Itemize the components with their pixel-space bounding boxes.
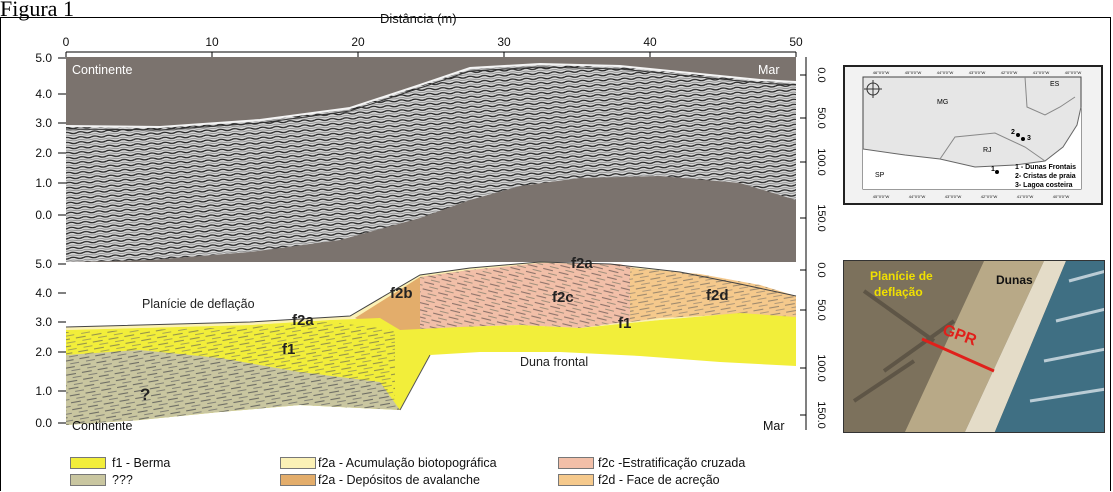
legend-label-f2d: f2d - Face de acreção	[598, 473, 720, 487]
map-lon-label: 45°0'0"W	[905, 70, 922, 75]
duna-frontal-label: Duna frontal	[520, 355, 588, 369]
time-tick-label: 0.0	[815, 262, 827, 277]
legend-label-f2c: f2c -Estratificação cruzada	[598, 456, 746, 470]
depth-tick-label: 2.0	[35, 345, 52, 359]
map-lon-ticks-bottom: 45°0'0"W 44°0'0"W 43°0'0"W 42°0'0"W 41°0'0"W…	[873, 194, 1070, 199]
depth-tick-label: 2.0	[35, 146, 52, 160]
legend-label-f2a-bio: f2a - Acumulação biotopográfica	[318, 456, 497, 470]
time-tick-label: 0.0	[815, 67, 827, 82]
planicie-label: Planície de deflação	[142, 297, 255, 311]
site-1: 1	[991, 166, 995, 173]
site-2: 2	[1011, 129, 1015, 136]
photo-label-dunas: Dunas	[996, 273, 1033, 287]
x-tick-label: 0	[63, 35, 70, 49]
figure-label: Figura 1	[0, 0, 74, 21]
f2b-label: f2b	[390, 285, 413, 302]
map-lon-label: 40°0'0"W	[1065, 70, 1082, 75]
depth-tick-label: 4.0	[35, 87, 52, 101]
state-mg: MG	[937, 99, 949, 106]
depth-tick-label: 5.0	[35, 51, 52, 65]
time-tick-label: 100.0	[815, 354, 827, 382]
map-lon-label: 43°0'0"W	[969, 70, 986, 75]
f1-left-label: f1	[282, 341, 295, 358]
map-lon-label: 44°0'0"W	[937, 70, 954, 75]
map-lon-label: 43°0'0"W	[945, 194, 962, 199]
legend-label-unknown: ???	[112, 473, 133, 487]
x-tick-label: 10	[205, 35, 219, 49]
x-axis-title: Distância (m)	[380, 11, 457, 26]
map-lon-label: 41°0'0"W	[1017, 194, 1034, 199]
f2c-label: f2c	[552, 289, 574, 306]
legend-label-f2a-aval: f2a - Depósitos de avalanche	[318, 473, 480, 487]
depth-axis-ticks: 5.0 4.0 3.0 2.0 1.0 0.0 5.0 4.0 3.0 2.0 1.0 0.0	[35, 51, 66, 430]
photo-svg	[844, 261, 1104, 432]
x-tick-label: 40	[643, 35, 657, 49]
f1-right-label: f1	[618, 315, 631, 332]
gpr-left-label: Continente	[72, 63, 133, 77]
map-lon-label: 45°0'0"W	[873, 194, 890, 199]
state-rj: RJ	[983, 147, 992, 154]
legend-swatch-unknown	[70, 474, 106, 486]
aerial-photo: Planície de deflação Dunas GPR	[843, 260, 1105, 433]
f2a-top-label: f2a	[571, 255, 593, 272]
time-tick-label: 150.0	[815, 401, 827, 429]
gpr-right-label: Mar	[758, 63, 780, 77]
map-legend-item: 3- Lagoa costeira	[1015, 182, 1073, 189]
depth-tick-label: 3.0	[35, 116, 52, 130]
map-legend-item: 2- Cristas de praia	[1015, 173, 1076, 180]
x-tick-label: 20	[351, 35, 365, 49]
interpretation-panel	[65, 261, 797, 430]
state-sp: SP	[875, 172, 885, 179]
interp-right-label: Mar	[763, 419, 785, 433]
map-lon-label: 40°0'0"W	[1053, 194, 1070, 199]
depth-tick-label: 0.0	[35, 208, 52, 222]
depth-tick-label: 5.0	[35, 257, 52, 271]
unknown-unit-label: ?	[140, 385, 150, 404]
depth-tick-label: 1.0	[35, 384, 52, 398]
map-legend-item: 1 - Dunas Frontais	[1015, 164, 1077, 171]
map-lon-label: 46°0'0"W	[873, 70, 890, 75]
legend-swatch-f2a-aval	[280, 474, 316, 486]
depth-tick-label: 4.0	[35, 286, 52, 300]
legend-swatch-f2c	[558, 457, 594, 469]
map-svg: 46°0'0"W 45°0'0"W 44°0'0"W 43°0'0"W 42°0'0"W…	[862, 70, 1082, 199]
map-lon-label: 42°0'0"W	[1001, 70, 1018, 75]
interp-left-label: Continente	[72, 419, 133, 433]
map-lon-label: 41°0'0"W	[1033, 70, 1050, 75]
gpr-line-marker	[921, 337, 995, 373]
time-tick-label: 50.0	[815, 107, 827, 128]
x-tick-label: 50	[789, 35, 803, 49]
legend-swatch-f1	[70, 457, 106, 469]
time-axis-ticks: 0.0 50.0 100.0 150.0 0.0 50.0 100.0 150.0	[800, 67, 827, 429]
map-lon-label: 44°0'0"W	[909, 194, 926, 199]
x-axis-ticks: 0 10 20 30 40 50	[63, 35, 803, 57]
time-tick-label: 50.0	[815, 299, 827, 320]
figure-frame	[0, 17, 1111, 491]
gpr-profile-panel	[65, 57, 797, 275]
legend: f1 - Berma ??? f2a - Acumulação biotopog…	[0, 452, 1113, 492]
time-tick-label: 150.0	[815, 204, 827, 232]
map-lon-label: 42°0'0"W	[981, 194, 998, 199]
map-legend: 1 - Dunas Frontais 2- Cristas de praia 3…	[1015, 163, 1076, 190]
x-tick-label: 30	[497, 35, 511, 49]
map-lon-ticks: 46°0'0"W 45°0'0"W 44°0'0"W 43°0'0"W 42°0'0"W…	[873, 70, 1082, 75]
photo-label-deflacao: deflação	[874, 285, 923, 299]
state-es: ES	[1050, 81, 1060, 88]
location-map: 46°0'0"W 45°0'0"W 44°0'0"W 43°0'0"W 42°0'0"W…	[843, 65, 1103, 205]
depth-tick-label: 1.0	[35, 176, 52, 190]
legend-swatch-f2d	[558, 474, 594, 486]
depth-tick-label: 0.0	[35, 416, 52, 430]
f2a-left-label: f2a	[292, 312, 314, 329]
legend-label-f1: f1 - Berma	[112, 456, 171, 470]
time-tick-label: 100.0	[815, 148, 827, 176]
site-3: 3	[1027, 135, 1031, 142]
legend-swatch-f2a-bio	[280, 457, 316, 469]
photo-label-planicie: Planície de	[870, 269, 933, 283]
f2d-label: f2d	[706, 287, 729, 304]
depth-tick-label: 3.0	[35, 315, 52, 329]
